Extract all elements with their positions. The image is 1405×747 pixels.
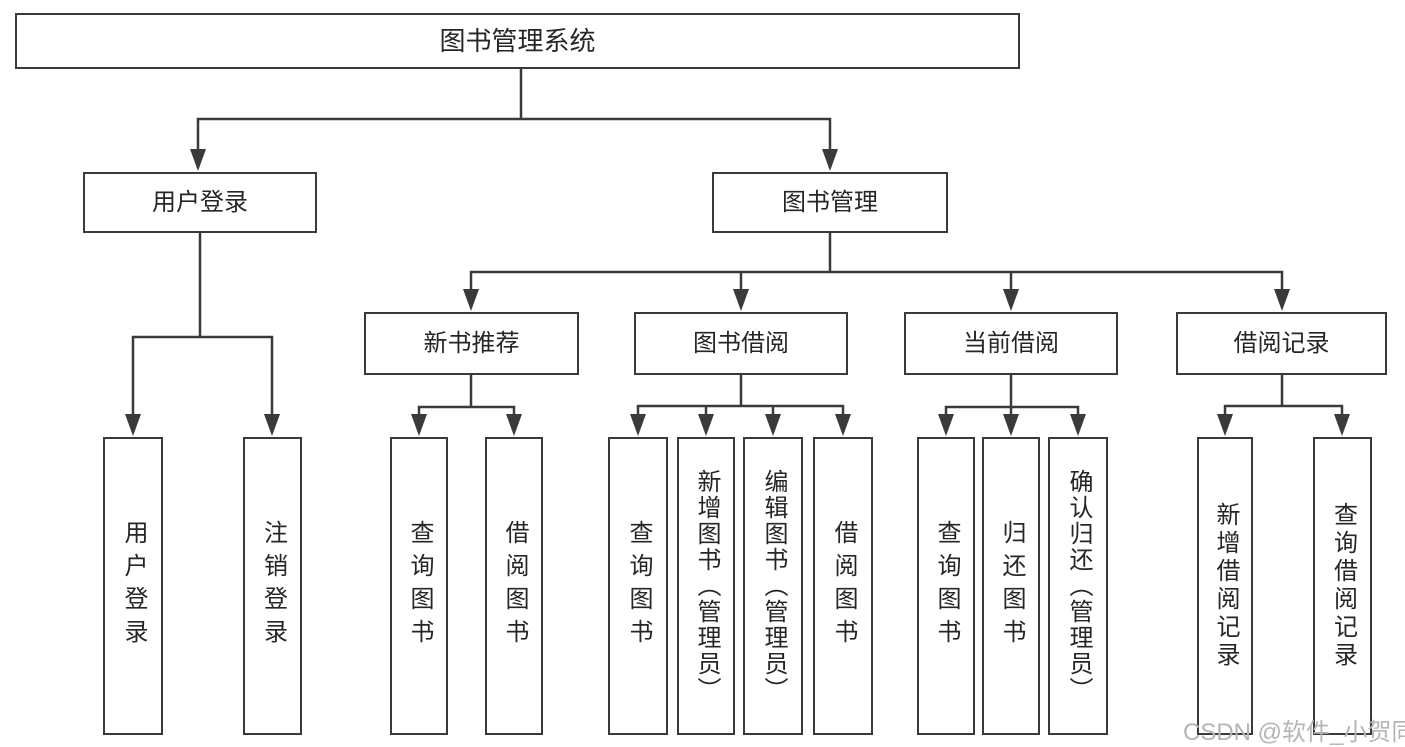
connector-line — [636, 404, 845, 416]
leaf-user-login: 用户登录 — [103, 437, 163, 735]
arrowhead-down-icon — [733, 289, 749, 311]
connector-line — [1223, 404, 1344, 416]
connector-book-mgmt-to-children — [463, 233, 1290, 311]
node-user-login: 用户登录 — [83, 172, 317, 233]
arrowhead-down-icon — [630, 414, 646, 436]
connector-line — [417, 405, 516, 416]
node-label: 编辑图书（管理员） — [760, 469, 787, 703]
arrowhead-down-icon — [1003, 414, 1019, 436]
node-label: 确认归还（管理员） — [1065, 469, 1092, 703]
node-label: 新增图书（管理员） — [693, 469, 720, 703]
leaf-query-books: 查询图书 — [390, 437, 448, 735]
leaf-confirm-return-admin: 确认归还（管理员） — [1048, 437, 1108, 735]
arrowhead-down-icon — [125, 414, 141, 436]
connector-root-to-children — [190, 69, 838, 171]
leaf-query-books: 查询图书 — [608, 437, 668, 735]
arrowhead-down-icon — [938, 414, 954, 436]
leaf-edit-books-admin: 编辑图书（管理员） — [743, 437, 803, 735]
node-label: 注销登录 — [259, 520, 287, 652]
connector-book-borrow-to-children — [630, 375, 851, 436]
arrowhead-down-icon — [463, 289, 479, 311]
arrowhead-down-icon — [1070, 414, 1086, 436]
connector-new-book-rec-to-children — [411, 375, 522, 436]
node-book-borrowing: 图书借阅 — [634, 312, 848, 375]
leaf-query-borrow-record: 查询借阅记录 — [1313, 437, 1372, 735]
connector-user-login-to-children — [125, 233, 280, 436]
arrowhead-down-icon — [822, 149, 838, 171]
arrowhead-down-icon — [411, 414, 427, 436]
leaf-add-borrow-record: 新增借阅记录 — [1197, 437, 1253, 735]
arrowhead-down-icon — [698, 414, 714, 436]
node-label: 图书管理系统 — [439, 26, 596, 56]
connector-line — [469, 270, 1284, 306]
node-root-system: 图书管理系统 — [15, 13, 1020, 69]
node-label: 借阅记录 — [1233, 329, 1330, 357]
arrowhead-down-icon — [1334, 414, 1350, 436]
arrowhead-down-icon — [264, 414, 280, 436]
arrowhead-down-icon — [190, 149, 206, 171]
node-label: 图书借阅 — [693, 329, 789, 357]
leaf-logout: 注销登录 — [243, 437, 302, 735]
node-label: 当前借阅 — [963, 329, 1059, 357]
arrowhead-down-icon — [765, 414, 781, 436]
node-label: 新书推荐 — [423, 329, 520, 357]
connector-line — [131, 335, 274, 416]
node-new-book-recommend: 新书推荐 — [364, 312, 579, 375]
node-label: 查询借阅记录 — [1329, 502, 1357, 670]
node-label: 用户登录 — [120, 520, 147, 652]
connector-line — [196, 117, 832, 168]
node-current-borrowing: 当前借阅 — [904, 312, 1118, 375]
node-label: 归还图书 — [998, 520, 1025, 652]
node-label: 图书管理 — [782, 188, 878, 216]
arrowhead-down-icon — [835, 414, 851, 436]
node-label: 借阅图书 — [501, 520, 528, 652]
node-label: 查询图书 — [406, 520, 433, 652]
leaf-query-books: 查询图书 — [917, 437, 975, 735]
connector-current-borrow-to-children — [938, 375, 1086, 436]
arrowhead-down-icon — [1217, 414, 1233, 436]
node-borrowing-records: 借阅记录 — [1176, 312, 1387, 375]
leaf-return-books: 归还图书 — [982, 437, 1040, 735]
node-book-management: 图书管理 — [712, 172, 948, 233]
node-label: 查询图书 — [933, 520, 960, 652]
leaf-borrow-books: 借阅图书 — [485, 437, 543, 735]
node-label: 新增借阅记录 — [1212, 502, 1239, 670]
node-label: 用户登录 — [152, 188, 248, 216]
csdn-watermark: CSDN @软件_小贺同学 — [1183, 719, 1405, 746]
leaf-borrow-books: 借阅图书 — [813, 437, 873, 735]
node-label: 借阅图书 — [830, 520, 857, 652]
connector-borrow-records-to-children — [1217, 375, 1350, 436]
arrowhead-down-icon — [506, 414, 522, 436]
node-label: 查询图书 — [625, 520, 652, 652]
arrowhead-down-icon — [1274, 289, 1290, 311]
leaf-add-books-admin: 新增图书（管理员） — [677, 437, 735, 735]
arrowhead-down-icon — [1003, 289, 1019, 311]
